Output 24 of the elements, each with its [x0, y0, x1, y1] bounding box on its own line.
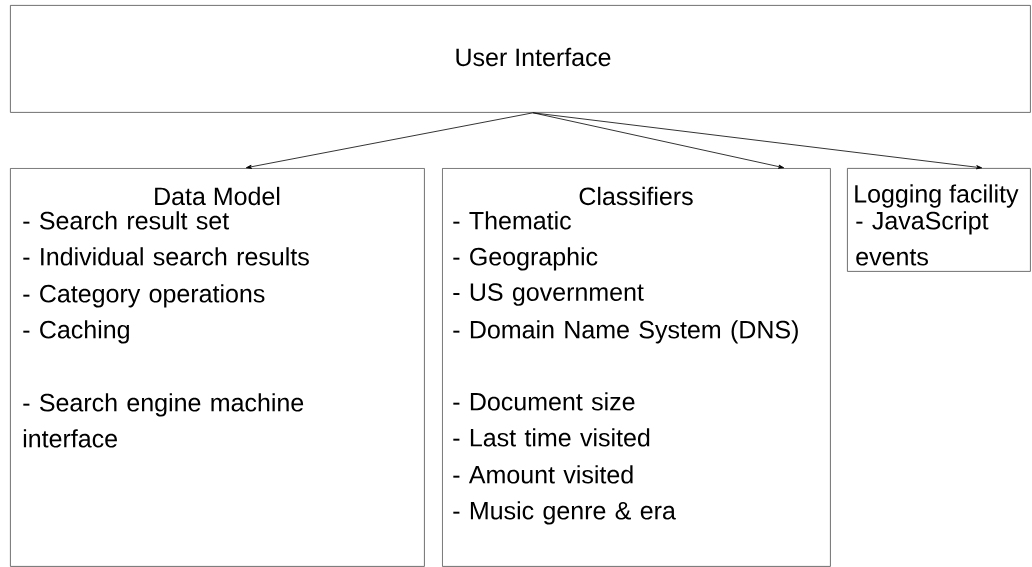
arrow [532, 112, 983, 170]
list-item: - US government [453, 283, 644, 306]
list-item: - Search engine machine interface [23, 393, 304, 448]
list-item: - Individual search results [23, 247, 309, 266]
list-item: - Last time visited [453, 428, 650, 447]
component-box [10, 168, 425, 567]
list-item: - Search result set [23, 211, 229, 230]
list-item: - Amount visited [453, 465, 633, 484]
box-heading: Logging facility [855, 184, 1019, 208]
box-heading: Classifiers [579, 186, 693, 206]
list-item: - Geographic [453, 247, 598, 271]
arrow [245, 112, 534, 169]
list-item: - Caching [23, 320, 129, 344]
list-item: - Category operations [23, 284, 265, 308]
list-item: - Document size [453, 392, 635, 411]
box-heading: User Interface [456, 47, 611, 67]
ui-box [10, 5, 1031, 113]
component-box [442, 168, 831, 567]
list-item: - Music genre & era [453, 501, 676, 525]
list-item: - JavaScript events [856, 211, 989, 266]
list-item: - Domain Name System (DNS) [453, 320, 798, 344]
list-item: - Thematic [453, 211, 571, 230]
component-box [847, 168, 1031, 272]
box-heading: Data Model [155, 186, 280, 206]
